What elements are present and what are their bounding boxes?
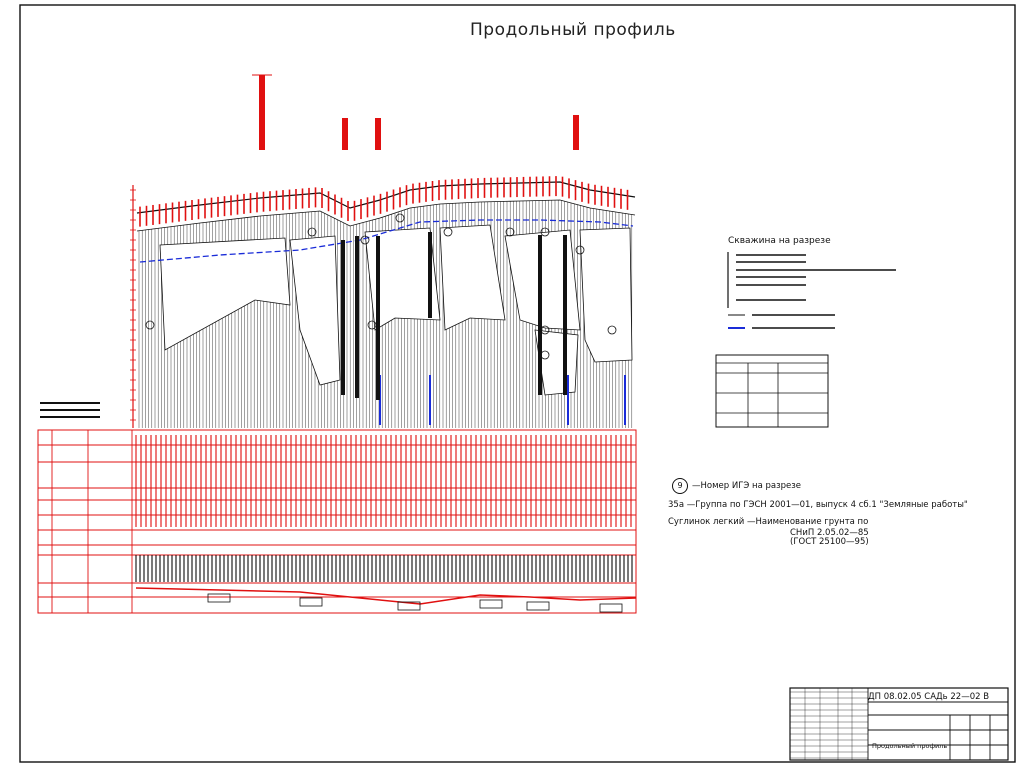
gost-note: (ГОСТ 25100—95) <box>790 537 869 547</box>
ige-number-note: —Номер ИГЭ на разрезе <box>692 481 801 491</box>
group-note: 35а —Группа по ГЭСН 2001—01, выпуск 4 сб… <box>668 500 968 510</box>
ige-number-circle: 9 <box>672 478 688 494</box>
borehole-marks <box>130 185 567 428</box>
soil-note: Суглинок легкий —Наименование грунта по <box>668 517 869 527</box>
legend-header: Скважина на разрезе <box>728 236 831 246</box>
profile-red-annotations <box>139 74 629 360</box>
title-block-code: ДП 08.02.05 САДь 22—02 В <box>868 692 990 702</box>
profile-data-table <box>37 402 637 614</box>
page-title: Продольный профиль <box>470 20 676 40</box>
profile-hatch <box>138 200 633 428</box>
title-block-grid <box>789 687 1009 761</box>
title-block-sheet-name: Продольный профиль <box>872 742 948 750</box>
snip-note: СНиП 2.05.02—85 <box>790 528 869 538</box>
sheet-border <box>19 4 1016 763</box>
legend-graphics <box>715 252 896 428</box>
